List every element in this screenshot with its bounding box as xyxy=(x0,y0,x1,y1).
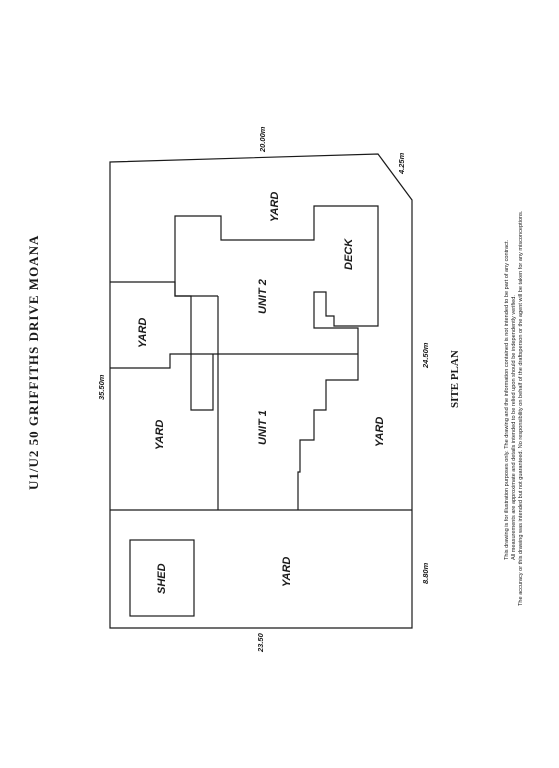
small-yard-boundary xyxy=(110,281,218,297)
dimension-4-25m: 4.25m xyxy=(397,152,406,175)
disclaimer-line-3: The accuracy or this drawing was intende… xyxy=(518,210,524,606)
unit1-stepped-wall xyxy=(297,354,359,510)
site-plan-label: SITE PLAN xyxy=(449,350,461,408)
room-label-shed: SHED xyxy=(156,563,168,594)
room-label-unit1: UNIT 1 xyxy=(257,410,269,445)
title-group: U1/U2 50 GRIFFITHS DRIVE MOANA xyxy=(26,235,41,490)
dimension-8-80m: 8.80m xyxy=(421,562,430,584)
property-boundary xyxy=(109,153,413,629)
dimension-23-50: 23.50 xyxy=(256,632,265,653)
room-label-yard-small: YARD xyxy=(137,318,149,348)
dimension-20m: 20.00m xyxy=(258,126,267,153)
room-label-yard-top: YARD xyxy=(269,192,281,222)
room-label-yard-front: YARD xyxy=(281,557,293,587)
disclaimer-line-2: All measurements are approximate and det… xyxy=(511,295,517,560)
room-label-yard-right: YARD xyxy=(374,417,386,447)
dimension-35-50m: 35.50m xyxy=(97,374,106,400)
disclaimer-line-1: This drawing is for illustration purpose… xyxy=(504,239,510,560)
shed-outline xyxy=(129,539,195,617)
unit2-outline xyxy=(174,205,379,354)
plan-title: U1/U2 50 GRIFFITHS DRIVE MOANA xyxy=(26,235,41,490)
dimension-24-50m: 24.50m xyxy=(421,342,430,369)
unit1-outline xyxy=(174,282,214,411)
room-label-unit2: UNIT 2 xyxy=(257,279,269,314)
unit1-left-step xyxy=(110,353,180,369)
room-label-deck: DECK xyxy=(343,238,355,270)
room-label-yard-left: YARD xyxy=(154,420,166,450)
